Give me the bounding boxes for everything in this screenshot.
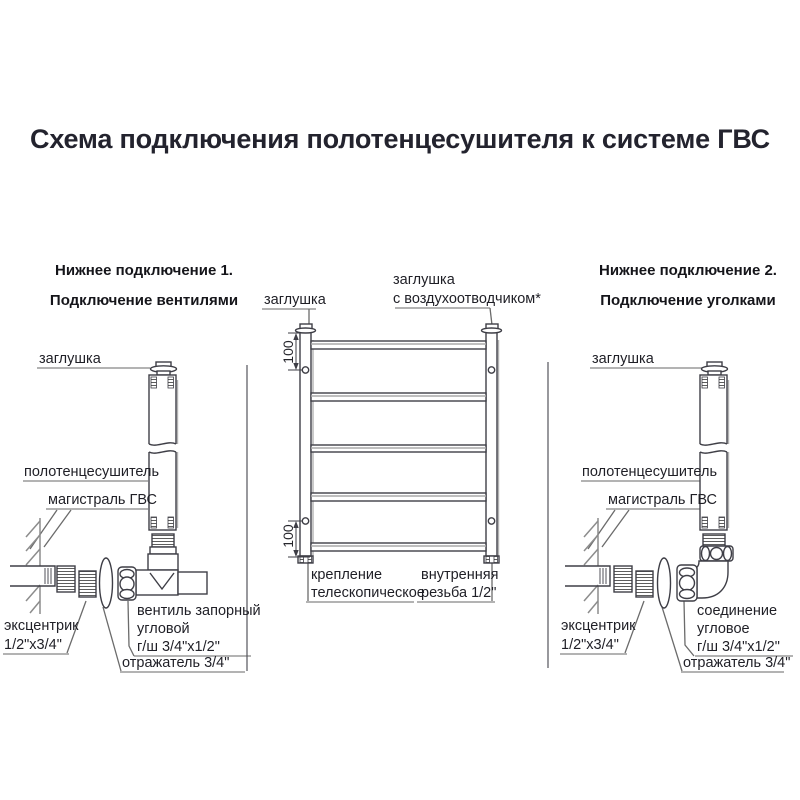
dimension-top-label: 100 bbox=[280, 340, 296, 364]
rail-feet bbox=[297, 555, 500, 564]
right-heading-line1: Нижнее подключение 2. bbox=[599, 262, 777, 279]
leader-left-main-1 bbox=[29, 509, 58, 550]
leader-right-main-1 bbox=[587, 509, 616, 550]
page-title: Схема подключения полотенцесушителя к си… bbox=[30, 124, 770, 154]
left-heading-line2: Подключение вентилями bbox=[49, 292, 239, 309]
right-heading-line2: Подключение уголками bbox=[600, 292, 776, 309]
left-towel-rail-label: полотенцесушитель bbox=[24, 464, 160, 480]
right-reflector-label: отражатель 3/4" bbox=[683, 655, 791, 671]
pipe-break bbox=[146, 444, 179, 452]
left-valve-label-line2: угловой bbox=[137, 621, 190, 637]
left-valve-label-line3: г/ш 3/4"x1/2" bbox=[137, 639, 220, 655]
center-towel-rail bbox=[288, 323, 503, 564]
left-heading-line1: Нижнее подключение 1. bbox=[55, 262, 233, 279]
center-mount-label-line1: крепление bbox=[311, 567, 383, 583]
center-airvent-label-line1: заглушка bbox=[393, 272, 455, 288]
left-plug-label: заглушка bbox=[39, 351, 101, 367]
mount-hole bbox=[487, 517, 496, 525]
right-diagram bbox=[565, 361, 734, 614]
leader-left-valve bbox=[127, 600, 135, 657]
right-corner-label-line2: угловое bbox=[697, 621, 750, 637]
center-mount-label-line2: телескопическое bbox=[311, 585, 425, 601]
plug-icon bbox=[149, 361, 178, 376]
center-thread-label-line1: внутренняя bbox=[421, 567, 499, 583]
leader-right-main-2 bbox=[601, 509, 630, 548]
left-reflector-label: отражатель 3/4" bbox=[122, 655, 230, 671]
right-eccentric-label-line2: 1/2"x3/4" bbox=[561, 637, 619, 653]
right-corner-label-line1: соединение bbox=[697, 603, 778, 619]
dimension-bottom bbox=[288, 520, 310, 558]
mount-hole bbox=[487, 366, 496, 374]
left-eccentric-label-line2: 1/2"x3/4" bbox=[4, 637, 62, 653]
right-eccentric-label-line1: эксцентрик bbox=[561, 618, 636, 634]
reflector-icon bbox=[656, 557, 672, 609]
leader-left-reflector bbox=[102, 606, 122, 672]
center-airvent-label-line2: с воздухоотводчиком* bbox=[393, 291, 541, 307]
leader-left-eccentric bbox=[66, 600, 87, 654]
center-plug-label: заглушка bbox=[264, 292, 326, 308]
leader-center-airvent bbox=[489, 307, 493, 326]
dimension-top bbox=[288, 332, 310, 371]
valve-chevron bbox=[149, 572, 175, 591]
mount-hole bbox=[301, 517, 310, 525]
hws-main-pipe bbox=[565, 565, 611, 587]
left-diagram bbox=[10, 361, 208, 614]
eccentric-adapter bbox=[56, 565, 76, 593]
center-thread-label-line2: резьба 1/2" bbox=[421, 585, 497, 601]
eccentric-adapter bbox=[613, 565, 633, 593]
left-valve-label-line1: вентиль запорный bbox=[137, 603, 261, 619]
left-eccentric-label-line1: эксцентрик bbox=[4, 618, 79, 634]
right-hws-main-label: магистраль ГВС bbox=[608, 492, 717, 508]
leader-lines bbox=[29, 307, 695, 672]
rail-plug-right-icon bbox=[480, 323, 503, 334]
eccentric-adapter bbox=[635, 570, 654, 598]
dimension-bottom-label: 100 bbox=[280, 524, 296, 548]
wall-hatch bbox=[25, 518, 41, 614]
plug-icon bbox=[700, 361, 729, 376]
towel-rail-pipe bbox=[697, 374, 730, 531]
elbow-body bbox=[696, 560, 729, 599]
eccentric-adapter bbox=[78, 570, 97, 598]
angle-valve bbox=[117, 533, 208, 601]
label-underlines bbox=[3, 307, 793, 673]
mount-hole bbox=[301, 366, 310, 374]
corner-fitting bbox=[676, 533, 734, 602]
right-towel-rail-label: полотенцесушитель bbox=[582, 464, 718, 480]
right-plug-label: заглушка bbox=[592, 351, 654, 367]
towel-rail-pipe bbox=[146, 374, 179, 531]
rail-rungs bbox=[310, 340, 487, 552]
leader-right-eccentric bbox=[624, 600, 645, 654]
reflector-icon bbox=[98, 557, 114, 609]
left-hws-main-label: магистраль ГВС bbox=[48, 492, 157, 508]
leader-right-reflector bbox=[661, 606, 683, 672]
wall-hatch bbox=[583, 518, 599, 614]
rail-plug-left-icon bbox=[294, 323, 317, 334]
leader-right-corner bbox=[683, 600, 695, 657]
right-corner-label-line3: г/ш 3/4"x1/2" bbox=[697, 639, 780, 655]
hws-main-pipe bbox=[10, 565, 56, 587]
pipe-break bbox=[697, 444, 730, 452]
leader-left-main-2 bbox=[43, 509, 72, 548]
